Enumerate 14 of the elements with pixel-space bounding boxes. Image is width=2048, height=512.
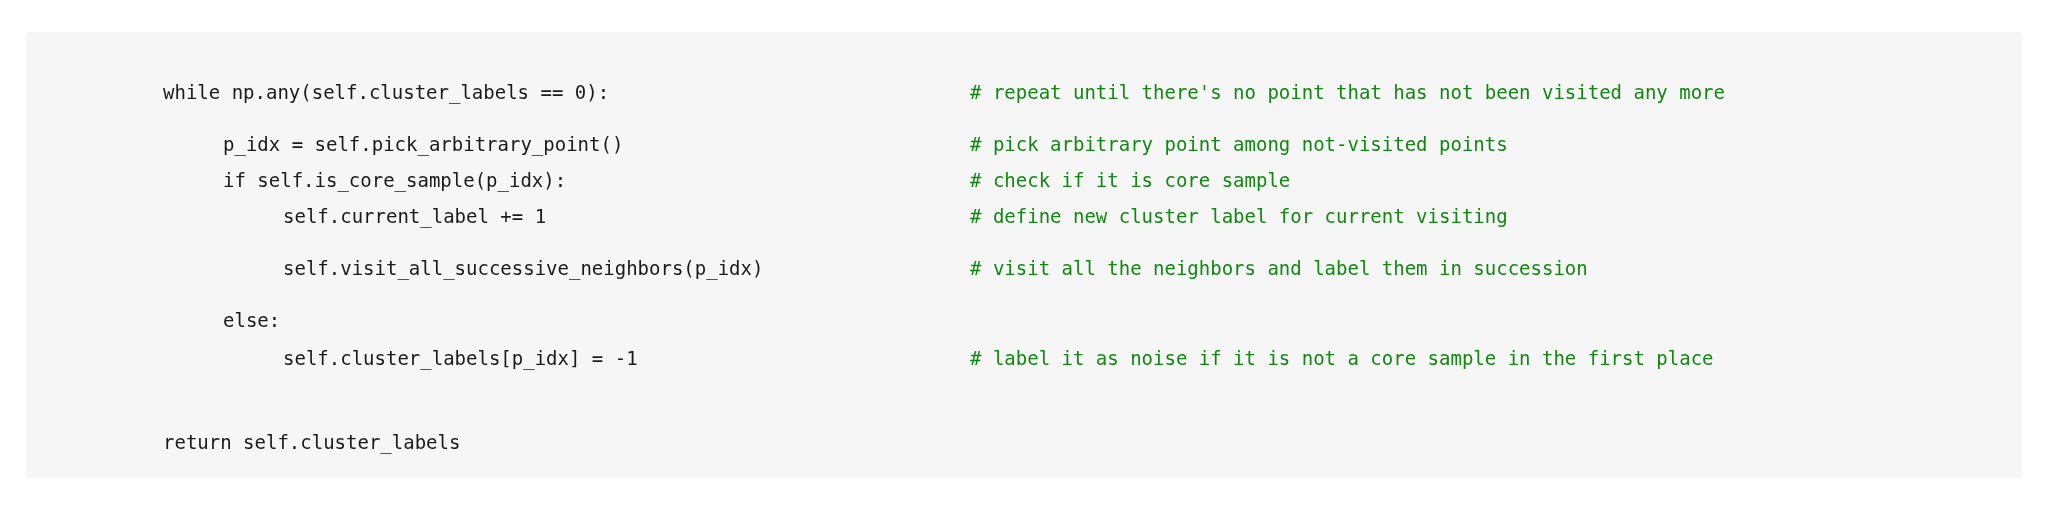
code-line: self.cluster_labels[p_idx] = -1 — [283, 346, 638, 370]
code-line: self.current_label += 1 — [283, 204, 547, 228]
code-line: return self.cluster_labels — [163, 430, 461, 454]
code-line: while np.any(self.cluster_labels == 0): — [163, 80, 610, 104]
code-comment: # define new cluster label for current visiting — [970, 204, 1508, 228]
code-comment: # pick arbitrary point among not-visited points — [970, 132, 1508, 156]
code-line: self.visit_all_successive_neighbors(p_idx) — [283, 256, 764, 280]
code-comment: # label it as noise if it is not a core sample in the first place — [970, 346, 1714, 370]
code-comment: # visit all the neighbors and label them in succession — [970, 256, 1588, 280]
code-comment: # repeat until there's no point that has not been visited any more — [970, 80, 1725, 104]
code-line: if self.is_core_sample(p_idx): — [223, 168, 567, 192]
code-line: else: — [223, 308, 281, 332]
code-line: p_idx = self.pick_arbitrary_point() — [223, 132, 624, 156]
code-comment: # check if it is core sample — [970, 168, 1291, 192]
